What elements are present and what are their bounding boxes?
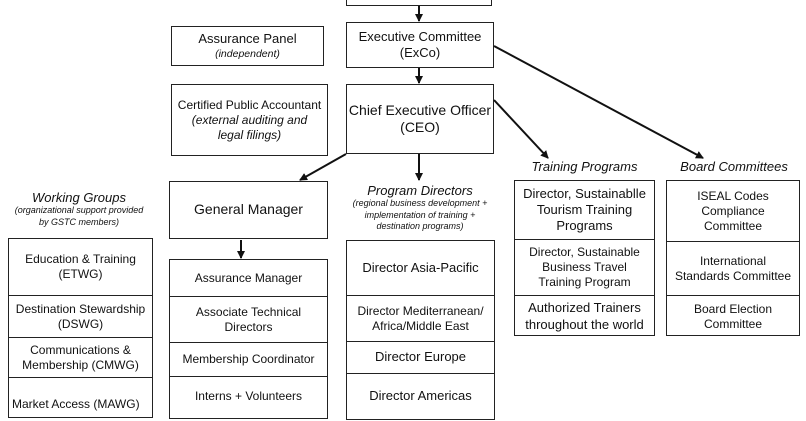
working-groups-title: Working Groups xyxy=(32,190,126,205)
director-europe: Director Europe xyxy=(347,341,494,373)
training-programs-list: Director, Sustainablle Tourism Training … xyxy=(514,180,655,336)
working-groups-subtitle1: (organizational support provided xyxy=(14,205,144,215)
working-group-cmwg: Communications & Membership (CMWG) xyxy=(9,337,152,377)
staff-list: Assurance Manager Associate Technical Di… xyxy=(169,259,328,419)
ceo-line2: (CEO) xyxy=(400,119,440,135)
training-director-business-travel: Director, Sustainable Business Travel Tr… xyxy=(515,239,654,295)
assurance-panel-box: Assurance Panel (independent) xyxy=(171,26,324,66)
board-committees-list: ISEAL Codes Compliance Committee Interna… xyxy=(666,180,800,336)
exco-line1: Executive Committee xyxy=(358,28,482,44)
arrow-ceo-to-general-manager xyxy=(299,153,347,181)
committee-board-election: Board Election Committee xyxy=(667,295,799,337)
cpa-box: Certified Public Accountant (external au… xyxy=(171,84,328,156)
assurance-panel-title: Assurance Panel xyxy=(198,31,297,47)
committee-iseal: ISEAL Codes Compliance Committee xyxy=(697,188,769,233)
board-committees-header: Board Committees xyxy=(664,159,804,174)
ceo-line1: Chief Executive Officer xyxy=(348,101,492,118)
staff-interns-volunteers: Interns + Volunteers xyxy=(170,376,327,420)
staff-associate-technical-directors: Associate Technical Directors xyxy=(170,296,327,342)
training-programs-header: Training Programs xyxy=(512,159,657,174)
cpa-title: Certified Public Accountant xyxy=(177,97,322,112)
training-director-sustainable-tourism: Director, Sustainablle Tourism Training … xyxy=(523,185,646,234)
board-committees-title: Board Committees xyxy=(680,159,788,174)
program-directors-subtitle2: implementation of training + xyxy=(364,209,476,220)
working-group-etwg: Education & Training (ETWG) xyxy=(25,252,136,281)
board-of-directors-box xyxy=(346,0,492,6)
training-authorized-trainers: Authorized Trainers throughout the world xyxy=(515,295,654,337)
cpa-sub2: legal filings) xyxy=(217,127,282,142)
program-directors-subtitle1: (regional business development + xyxy=(352,198,488,208)
working-group-dswg: Destination Stewardship (DSWG) xyxy=(9,295,152,337)
exco-box: Executive Committee (ExCo) xyxy=(346,22,494,68)
working-group-mawg: Market Access (MAWG) xyxy=(9,377,152,419)
working-groups-list: Education & Training (ETWG) Destination … xyxy=(8,238,153,418)
director-americas: Director Americas xyxy=(347,373,494,421)
staff-membership-coordinator: Membership Coordinator xyxy=(170,342,327,376)
training-programs-title: Training Programs xyxy=(531,159,638,174)
arrow-exco-to-committees xyxy=(493,45,704,159)
exco-line2: (ExCo) xyxy=(399,45,441,60)
staff-assurance-manager: Assurance Manager xyxy=(194,270,303,285)
program-directors-title: Program Directors xyxy=(367,183,473,198)
general-manager-title: General Manager xyxy=(194,201,303,218)
cpa-sub1: (external auditing and xyxy=(191,112,308,127)
committee-international-standards: International Standards Committee xyxy=(667,241,799,295)
working-groups-subtitle2: by GSTC members) xyxy=(38,216,119,227)
program-directors-list: Director Asia-Pacific Director Mediterra… xyxy=(346,240,495,420)
working-groups-header: Working Groups (organizational support p… xyxy=(0,190,158,228)
assurance-panel-subtitle: (independent) xyxy=(215,47,280,60)
program-directors-header: Program Directors (regional business dev… xyxy=(341,183,499,233)
general-manager-box: General Manager xyxy=(169,181,328,239)
program-directors-subtitle3: destination programs) xyxy=(376,221,464,232)
arrow-ceo-to-training xyxy=(493,99,549,159)
ceo-box: Chief Executive Officer (CEO) xyxy=(346,84,494,154)
director-asia-pacific: Director Asia-Pacific xyxy=(362,259,479,275)
director-mediterranean: Director Mediterranean/ Africa/Middle Ea… xyxy=(347,295,494,341)
